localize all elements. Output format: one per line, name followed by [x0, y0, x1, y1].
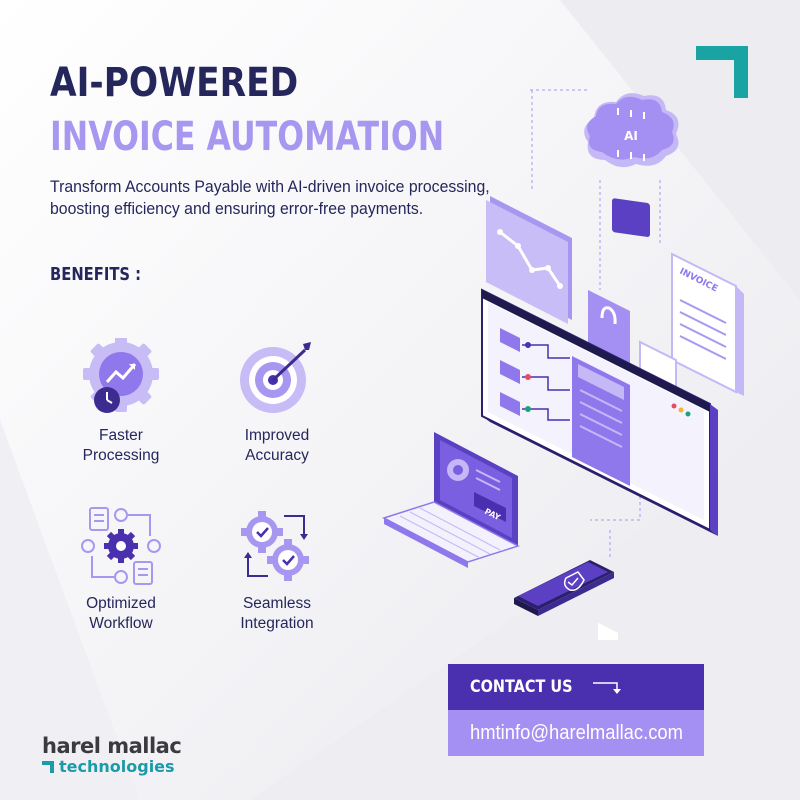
- benefit-label: Faster Processing: [82, 427, 160, 464]
- benefit-seamless-integration: Seamless Integration: [212, 506, 342, 634]
- benefit-optimized-workflow: Optimized Workflow: [56, 506, 186, 634]
- chart-panel: [486, 196, 572, 324]
- smartphone: [514, 560, 614, 616]
- contact-box: CONTACT US hmtinfo@harelmallac.com: [448, 664, 704, 756]
- benefit-faster-processing: Faster Processing: [56, 338, 186, 466]
- ai-cloud-icon: AI: [584, 93, 679, 237]
- benefit-label: Optimized Workflow: [86, 595, 156, 632]
- laptop: PAY: [382, 432, 520, 568]
- logo-subtitle: technologies: [59, 757, 175, 776]
- contact-email-row[interactable]: hmtinfo@harelmallac.com: [448, 710, 704, 756]
- target-icon: [240, 342, 311, 413]
- invoice-automation-illustration: AI INVOICE: [382, 89, 744, 640]
- headline-secondary: INVOICE AUTOMATION: [50, 114, 445, 160]
- logo-bracket-icon: [42, 761, 54, 773]
- gear-clock-icon: [83, 338, 159, 413]
- corner-bracket-icon: [696, 46, 748, 98]
- benefit-label: Improved Accuracy: [244, 427, 310, 464]
- subtitle: Transform Accounts Payable with AI-drive…: [50, 177, 490, 218]
- arrow-down-right-icon: [592, 682, 621, 694]
- contact-email-link[interactable]: hmtinfo@harelmallac.com: [470, 721, 683, 744]
- desktop-monitor: [481, 288, 718, 536]
- headline-primary: AI-POWERED: [50, 60, 299, 106]
- benefit-label: Seamless Integration: [240, 595, 314, 632]
- benefits-heading: BENEFITS :: [50, 264, 142, 285]
- workflow-icon: [81, 507, 161, 585]
- logo-name: harel mallac: [42, 734, 182, 758]
- integration-icon: [241, 511, 309, 581]
- contact-us-label: CONTACT US: [470, 677, 573, 697]
- benefit-improved-accuracy: Improved Accuracy: [212, 338, 342, 466]
- ai-chip-label: AI: [624, 129, 638, 143]
- contact-header: CONTACT US: [448, 664, 704, 710]
- company-logo: harel mallac technologies: [42, 734, 182, 776]
